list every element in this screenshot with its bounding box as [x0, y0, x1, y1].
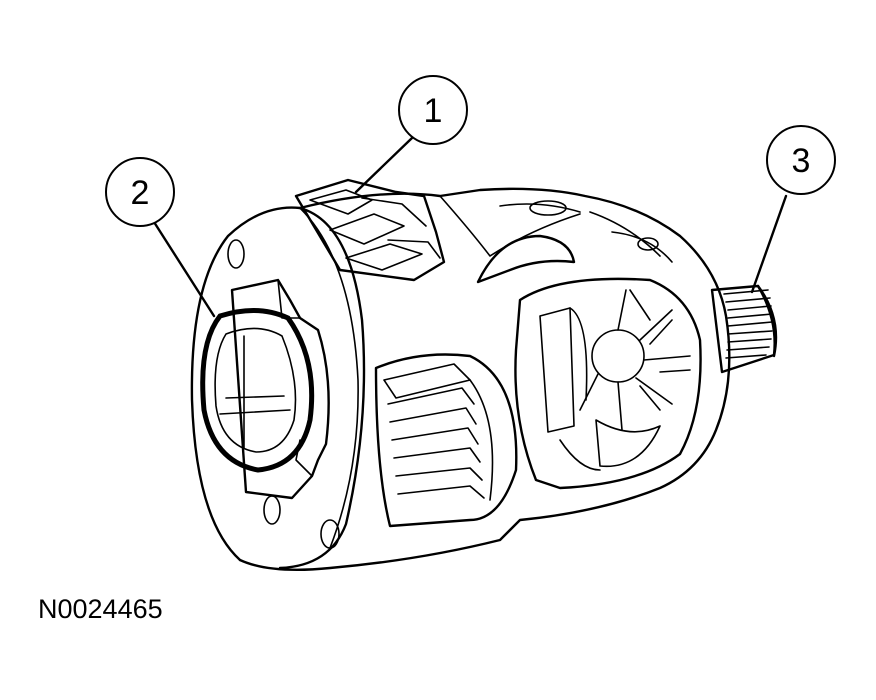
leader-line-2 — [152, 220, 216, 318]
leader-line-1 — [354, 136, 414, 194]
callout-2-number: 2 — [131, 174, 150, 212]
callout-1-number: 1 — [424, 92, 443, 130]
leader-line-3 — [750, 194, 788, 294]
callout-leaders — [152, 136, 788, 318]
front-flange-icon — [190, 206, 366, 570]
side-bearing-icon — [200, 307, 315, 473]
callout-1: 1 — [398, 75, 468, 145]
callout-2: 2 — [105, 157, 175, 227]
pinion-gear-icon — [374, 353, 518, 528]
differential-case-icon — [238, 187, 731, 571]
callout-3-number: 3 — [792, 142, 811, 180]
callout-3: 3 — [766, 125, 836, 195]
output-spline-icon — [710, 284, 778, 374]
figure-id: N0024465 — [38, 594, 163, 624]
